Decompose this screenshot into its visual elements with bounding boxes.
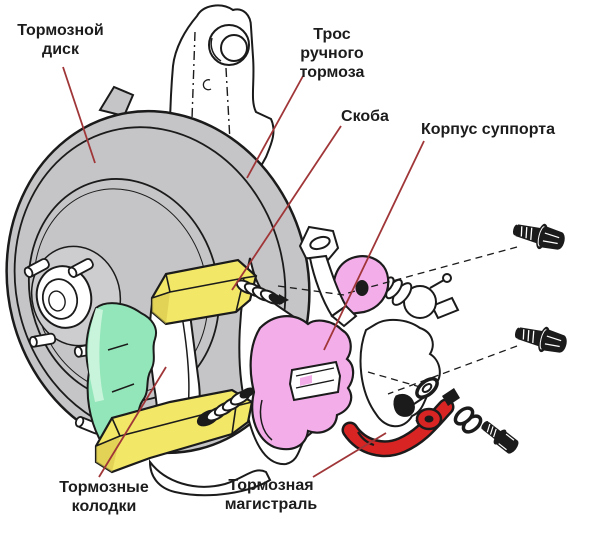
mounting-hole (355, 280, 369, 296)
brake-hose (341, 388, 460, 458)
hose-port (393, 393, 415, 417)
pad-window (288, 360, 342, 402)
label-caliper-body: Корпус суппорта (418, 120, 558, 139)
label-brake-line: Тормозная магистраль (216, 476, 326, 514)
label-bracket: Скоба (330, 107, 400, 126)
hose-crimp (442, 388, 460, 406)
leader-brake-disc (62, 66, 96, 164)
caliper-bracket-bottom-arm (94, 387, 255, 474)
label-line: Скоба (341, 108, 389, 125)
caliper-bracket-top-arm (150, 258, 289, 326)
label-brake-disc: Тормозной диск (8, 21, 113, 59)
label-line: магистраль (224, 496, 318, 513)
guide-pin-threads (196, 387, 255, 427)
label-line: Тормозная (228, 477, 314, 494)
label-line: Тормозной (17, 22, 104, 39)
guide-pin-threads (235, 279, 289, 305)
leader-brake-pads (98, 366, 167, 478)
mounting-bolt-upper (509, 216, 569, 256)
piston-assembly (359, 273, 460, 428)
leader-brake-line (312, 432, 387, 478)
label-line: тормоза (299, 64, 365, 81)
label-line: Корпус суппорта (420, 121, 555, 138)
label-line: колодки (71, 498, 137, 515)
bleeder-screw (429, 279, 445, 289)
leader-caliper-body (323, 140, 425, 351)
brake-pad (85, 302, 157, 451)
banjo-bolt (481, 421, 519, 454)
label-line: ручного (300, 45, 364, 62)
leader-handbrake-cable (246, 75, 304, 179)
label-line: диск (42, 41, 79, 58)
label-line: Тормозные (59, 479, 149, 496)
mounting-bolt-lower (511, 319, 571, 359)
assembly-dashed-lines (277, 246, 518, 395)
label-brake-pads: Тормозные колодки (49, 478, 159, 516)
wheel-hub (35, 265, 93, 329)
label-handbrake-cable: Трос ручного тормоза (284, 25, 380, 82)
hose-washers (415, 377, 483, 434)
leader-bracket (231, 125, 342, 291)
leader-lines (62, 66, 425, 478)
label-line: Трос (313, 26, 351, 43)
